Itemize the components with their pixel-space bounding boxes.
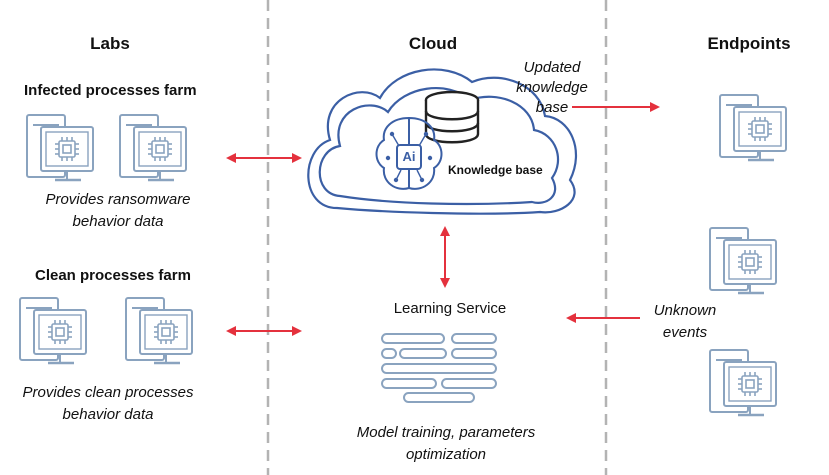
ai-brain-icon [375,116,443,190]
database-icon [424,90,480,144]
computer-icon [25,113,95,182]
unknown-line2: events [662,324,708,341]
arrow-cloud-learning [440,226,450,288]
infected-farm-title: Infected processes farm [24,82,197,99]
computer-icon [708,348,778,417]
updated-knowledge-base-label: Updated knowledge base [504,58,600,118]
column-title-endpoints: Endpoints [707,34,791,53]
infected-caption-line2: behavior data [72,213,164,230]
unknown-line1: Unknown [653,302,717,319]
updated-line1: Updated [523,59,581,76]
arrow-clean-learning [226,326,302,336]
updated-line3: base [535,99,569,116]
model-training-caption: Model training, parameters optimization [326,422,566,466]
computer-icon [18,296,88,365]
computer-icon [708,226,778,295]
computer-icon [124,296,194,365]
model-line2: optimization [405,446,487,463]
arrow-infected-cloud [226,153,302,163]
arrow-updated-kb [572,102,660,112]
server-rack-icon [381,333,497,403]
ai-label: Ai [402,149,416,164]
arrow-unknown-events [566,313,640,323]
column-title-labs: Labs [90,34,130,53]
clean-farm-title: Clean processes farm [35,267,191,284]
updated-line2: knowledge [516,79,588,96]
computer-icon [118,113,188,182]
computer-icon [718,93,788,162]
clean-caption-line1: Provides clean processes [22,384,194,401]
infected-caption-line1: Provides ransomware [45,191,191,208]
infected-farm-caption: Provides ransomware behavior data [18,189,218,233]
unknown-events-label: Unknown events [630,300,740,344]
clean-caption-line2: behavior data [62,406,154,423]
knowledge-base-label: Knowledge base [448,163,543,177]
clean-farm-caption: Provides clean processes behavior data [8,382,208,426]
model-line1: Model training, parameters [356,424,536,441]
learning-service-label: Learning Service [393,300,507,317]
column-title-cloud: Cloud [408,34,458,53]
